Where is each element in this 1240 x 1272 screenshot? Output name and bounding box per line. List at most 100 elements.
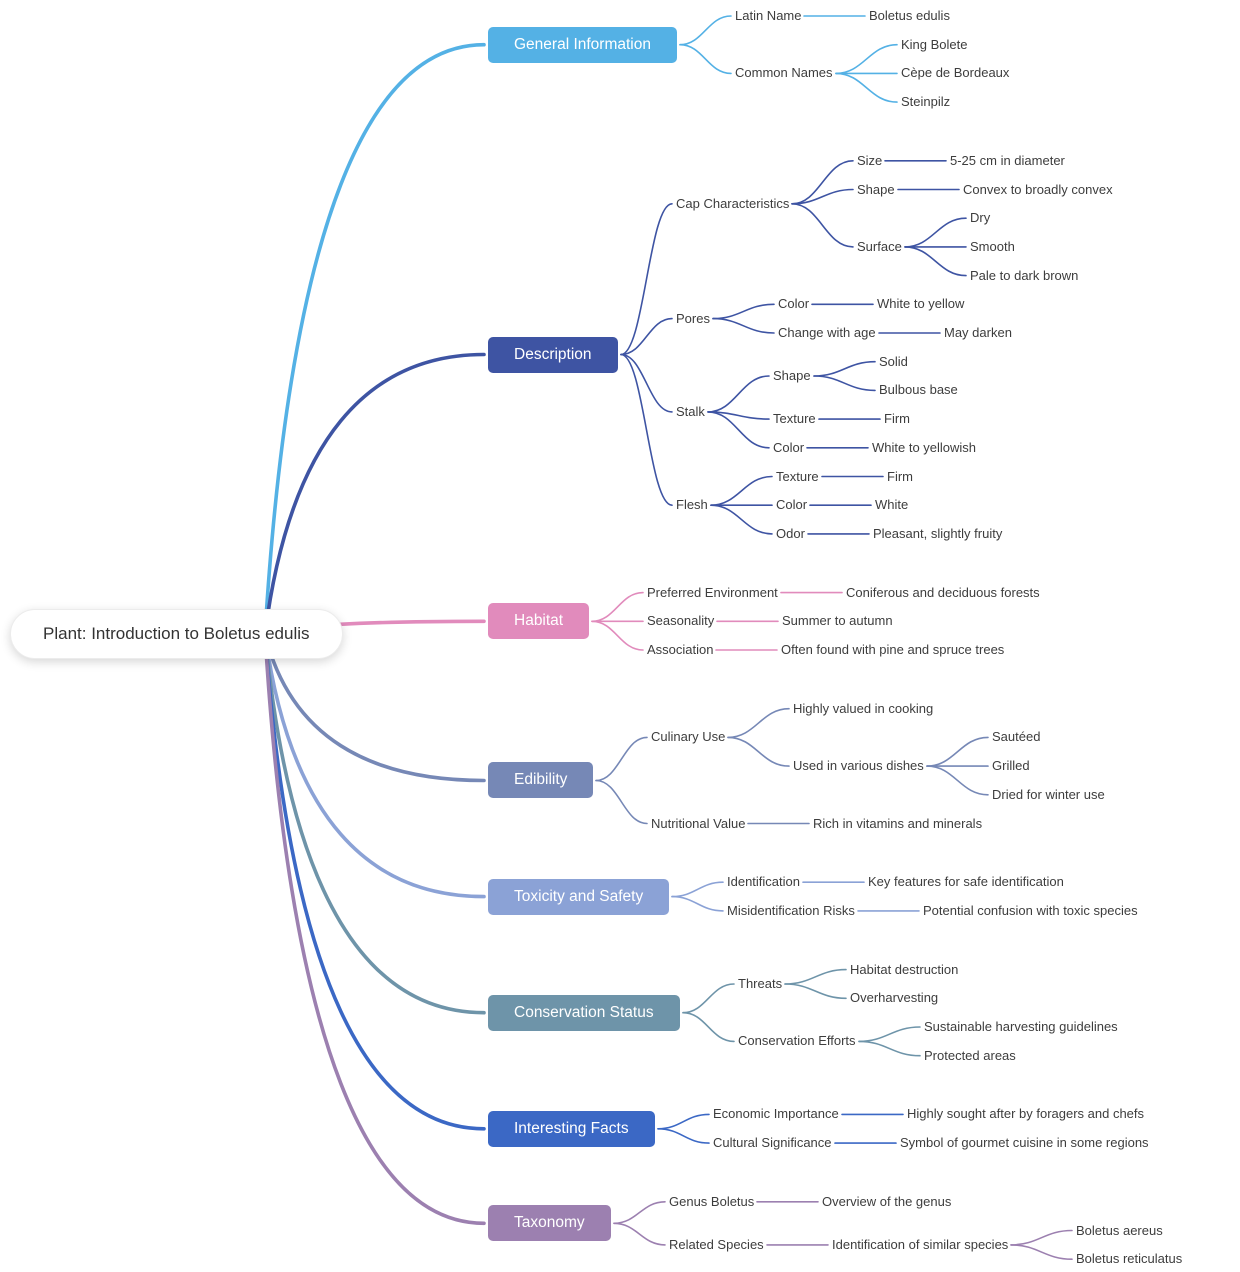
node-color[interactable]: Color	[778, 296, 810, 312]
branch-taxonomy[interactable]: Taxonomy	[488, 1205, 611, 1242]
node-boletus-reticulatus[interactable]: Boletus reticulatus	[1076, 1251, 1183, 1267]
node-seasonality[interactable]: Seasonality	[647, 613, 715, 629]
node-used-in-various-dishes[interactable]: Used in various dishes	[793, 758, 924, 774]
node-highly-sought-after-by-foragers-and-chefs[interactable]: Highly sought after by foragers and chef…	[907, 1106, 1145, 1122]
node-saut-ed[interactable]: Sautéed	[992, 729, 1041, 745]
node-flesh[interactable]: Flesh	[676, 497, 708, 513]
node-often-found-with-pine-and-spruce-trees[interactable]: Often found with pine and spruce trees	[781, 642, 1005, 657]
node-dry[interactable]: Dry	[970, 210, 991, 226]
branch-edibility[interactable]: Edibility	[488, 762, 594, 799]
node-king-bolete[interactable]: King Bolete	[901, 36, 968, 52]
mindmap-edge	[263, 632, 486, 1226]
node-identification-of-similar-species[interactable]: Identification of similar species	[832, 1236, 1009, 1252]
node-protected-areas[interactable]: Protected areas	[924, 1047, 1016, 1063]
node-white[interactable]: White	[875, 497, 909, 513]
node-firm[interactable]: Firm	[884, 411, 910, 427]
node-potential-confusion-with-toxic-species[interactable]: Potential confusion with toxic species	[923, 902, 1138, 918]
node-rich-in-vitamins-and-minerals[interactable]: Rich in vitamins and minerals	[813, 815, 983, 831]
node-culinary-use[interactable]: Culinary Use	[651, 729, 726, 745]
node-latin-name[interactable]: Latin Name	[735, 8, 802, 23]
mindmap-edge	[620, 353, 673, 506]
mindmap-edge	[263, 632, 486, 1015]
node-boletus-aereus[interactable]: Boletus aereus	[1076, 1222, 1163, 1238]
mindmap-edge	[595, 736, 648, 782]
mindmap-edge	[904, 246, 967, 277]
node-cap-characteristics[interactable]: Cap Characteristics	[676, 195, 790, 211]
node-stalk[interactable]: Stalk	[676, 403, 705, 419]
mindmap-edge	[707, 411, 770, 449]
node-nutritional-value[interactable]: Nutritional Value	[651, 815, 746, 831]
node-pale-to-dark-brown[interactable]: Pale to dark brown	[970, 267, 1079, 283]
node-texture[interactable]: Texture	[773, 411, 816, 427]
mindmap-edge	[671, 895, 724, 912]
mindmap-edge	[813, 375, 876, 392]
node-steinpilz[interactable]: Steinpilz	[901, 94, 951, 110]
node-texture[interactable]: Texture	[776, 468, 819, 484]
node-summer-to-autumn[interactable]: Summer to autumn	[782, 613, 893, 629]
node-related-species[interactable]: Related Species	[669, 1236, 764, 1252]
node-habitat-destruction[interactable]: Habitat destruction	[850, 961, 959, 977]
mindmap-edge	[263, 42, 486, 636]
node-overharvesting[interactable]: Overharvesting	[850, 990, 939, 1006]
node-firm[interactable]: Firm	[887, 468, 913, 484]
node-bulbous-base[interactable]: Bulbous base	[879, 382, 958, 398]
mindmap-edge	[613, 1222, 666, 1246]
branch-interesting-facts[interactable]: Interesting Facts	[488, 1110, 655, 1147]
mindmap-edge	[904, 217, 967, 248]
mindmap-edge	[263, 632, 486, 1131]
node-common-names[interactable]: Common Names	[735, 65, 833, 81]
mindmap-edge	[926, 765, 989, 796]
mindmap-edge	[707, 375, 770, 413]
mindmap-edge	[613, 1201, 666, 1225]
node-threats[interactable]: Threats	[738, 975, 783, 991]
root-node[interactable]: Plant: Introduction to Boletus edulis	[10, 609, 343, 659]
mindmap-edge	[679, 15, 732, 46]
node-5-25-cm-in-diameter[interactable]: 5-25 cm in diameter	[950, 152, 1065, 168]
branch-description[interactable]: Description	[488, 336, 618, 373]
branch-general-information[interactable]: General Information	[488, 26, 677, 63]
node-shape[interactable]: Shape	[773, 368, 811, 384]
node-white-to-yellow[interactable]: White to yellow	[877, 296, 965, 312]
node-change-with-age[interactable]: Change with age	[778, 325, 876, 340]
node-highly-valued-in-cooking[interactable]: Highly valued in cooking	[793, 700, 934, 716]
node-symbol-of-gourmet-cuisine-in-some-regions[interactable]: Symbol of gourmet cuisine in some region…	[900, 1135, 1149, 1151]
node-size[interactable]: Size	[857, 152, 883, 168]
node-association[interactable]: Association	[647, 642, 714, 657]
node-color[interactable]: Color	[776, 497, 808, 513]
node-pleasant-slightly-fruity[interactable]: Pleasant, slightly fruity	[873, 525, 1003, 541]
node-solid[interactable]: Solid	[879, 353, 908, 369]
branch-conservation-status[interactable]: Conservation Status	[488, 994, 680, 1031]
node-key-features-for-safe-identification[interactable]: Key features for safe identification	[868, 874, 1064, 890]
node-coniferous-and-deciduous-forests[interactable]: Coniferous and deciduous forests	[846, 584, 1040, 600]
node-cultural-significance[interactable]: Cultural Significance	[713, 1135, 832, 1151]
node-color[interactable]: Color	[773, 439, 805, 455]
node-odor[interactable]: Odor	[776, 525, 805, 541]
mindmap-edge	[712, 317, 775, 334]
node-convex-to-broadly-convex[interactable]: Convex to broadly convex	[963, 181, 1113, 197]
branch-habitat[interactable]: Habitat	[488, 603, 590, 640]
node-preferred-environment[interactable]: Preferred Environment	[647, 584, 778, 600]
node-overview-of-the-genus[interactable]: Overview of the genus	[822, 1193, 952, 1209]
node-identification[interactable]: Identification	[727, 874, 800, 890]
node-genus-boletus[interactable]: Genus Boletus	[669, 1193, 755, 1209]
node-white-to-yellowish[interactable]: White to yellowish	[872, 439, 977, 455]
node-dried-for-winter-use[interactable]: Dried for winter use	[992, 786, 1105, 802]
node-surface[interactable]: Surface	[857, 238, 902, 254]
node-may-darken[interactable]: May darken	[944, 325, 1012, 340]
node-boletus-edulis[interactable]: Boletus edulis	[869, 8, 950, 23]
node-c-pe-de-bordeaux[interactable]: Cèpe de Bordeaux	[901, 65, 1010, 81]
mindmap-edge	[620, 317, 673, 356]
branch-toxicity-and-safety[interactable]: Toxicity and Safety	[488, 878, 670, 915]
node-shape[interactable]: Shape	[857, 181, 895, 197]
mindmap-edge	[926, 736, 989, 767]
mindmap-edge	[591, 620, 644, 651]
node-smooth[interactable]: Smooth	[970, 238, 1015, 254]
mindmap-edge	[682, 1011, 735, 1043]
node-conservation-efforts[interactable]: Conservation Efforts	[738, 1033, 856, 1049]
node-misidentification-risks[interactable]: Misidentification Risks	[727, 902, 855, 918]
node-economic-importance[interactable]: Economic Importance	[713, 1106, 839, 1122]
node-grilled[interactable]: Grilled	[992, 758, 1030, 774]
mindmap-edge	[679, 43, 732, 75]
node-sustainable-harvesting-guidelines[interactable]: Sustainable harvesting guidelines	[924, 1019, 1118, 1034]
node-pores[interactable]: Pores	[676, 310, 710, 326]
